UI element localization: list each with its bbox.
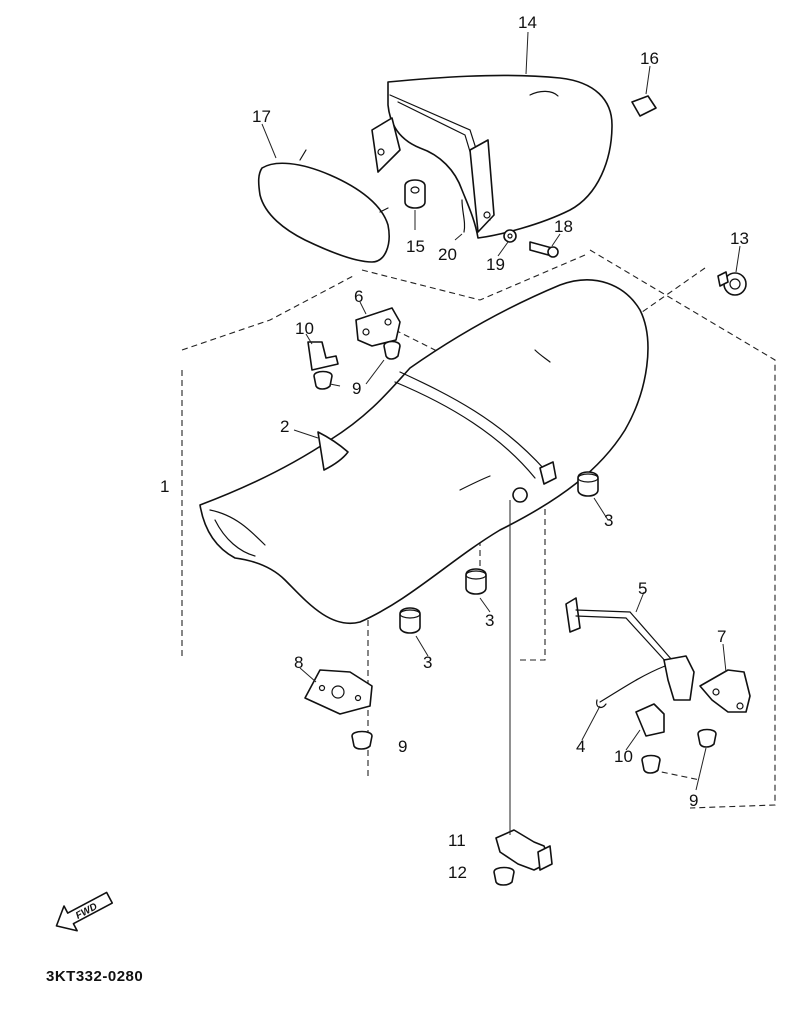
damper-3 bbox=[399, 471, 599, 634]
callout-7: 7 bbox=[717, 627, 726, 646]
reference-code: 3KT332-0280 bbox=[46, 968, 143, 985]
callout-10: 10 bbox=[614, 747, 633, 766]
grommet-12 bbox=[493, 866, 515, 886]
cable-4 bbox=[596, 665, 666, 709]
bracket-10-upper bbox=[307, 341, 339, 371]
seat-assembly bbox=[199, 279, 649, 625]
plate-8 bbox=[304, 669, 373, 715]
callout-12: 12 bbox=[448, 863, 467, 882]
callout-2: 2 bbox=[280, 417, 289, 436]
callout-3: 3 bbox=[485, 611, 494, 630]
rear-cowl bbox=[371, 74, 613, 239]
bracket-10-lower bbox=[635, 703, 665, 737]
grommet-9-lower-left bbox=[351, 730, 373, 750]
callout-5: 5 bbox=[638, 579, 647, 598]
callout-16: 16 bbox=[640, 49, 659, 68]
callout-13: 13 bbox=[730, 229, 749, 248]
lock-11 bbox=[495, 829, 553, 871]
callout-14: 14 bbox=[518, 13, 537, 32]
callout-17: 17 bbox=[252, 107, 271, 126]
damper-15 bbox=[404, 179, 426, 209]
callout-9: 9 bbox=[398, 737, 407, 756]
fwd-label: FWD bbox=[74, 901, 99, 921]
washer-19 bbox=[503, 229, 517, 243]
callout-15: 15 bbox=[406, 237, 425, 256]
callout-6: 6 bbox=[354, 287, 363, 306]
callout-3: 3 bbox=[423, 653, 432, 672]
nut-13 bbox=[717, 271, 747, 296]
callout-19: 19 bbox=[486, 255, 505, 274]
leader-lines bbox=[261, 31, 741, 791]
callout-3: 3 bbox=[604, 511, 613, 530]
callout-1: 1 bbox=[160, 477, 169, 496]
grommet-9-upper bbox=[313, 340, 401, 390]
callout-10: 10 bbox=[295, 319, 314, 338]
callout-8: 8 bbox=[294, 653, 303, 672]
callout-labels: 1 2 3 3 3 4 5 6 7 8 9 9 9 10 10 11 12 13… bbox=[160, 13, 749, 882]
callout-11: 11 bbox=[448, 831, 466, 850]
clip-16 bbox=[631, 95, 657, 117]
callout-9: 9 bbox=[689, 791, 698, 810]
callout-9: 9 bbox=[352, 379, 361, 398]
callout-4: 4 bbox=[576, 737, 585, 756]
lock-rod-5 bbox=[565, 597, 695, 701]
callout-18: 18 bbox=[554, 217, 573, 236]
grommet-9-lower-right bbox=[641, 728, 717, 774]
bracket-6 bbox=[355, 307, 401, 347]
tail-plate bbox=[257, 149, 390, 263]
callout-20: 20 bbox=[438, 245, 457, 264]
spring-pin-20 bbox=[461, 199, 466, 233]
fwd-arrow-icon: FWD bbox=[55, 891, 114, 932]
bolt-18 bbox=[529, 241, 559, 258]
bracket-7 bbox=[699, 669, 751, 713]
seat-patch bbox=[317, 431, 349, 471]
